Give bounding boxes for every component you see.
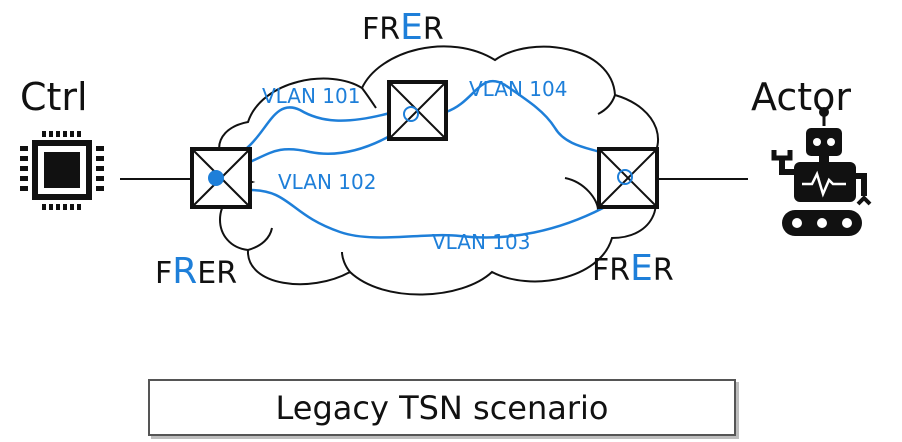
elimination-point-icon [403,106,419,122]
frer-label-right-accent: E [630,248,653,289]
frer-label-top: FRER [362,7,444,48]
vlan-101-path [246,106,391,149]
frer-label-top-suffix: R [423,12,444,47]
vlan-102-path [249,130,398,164]
vlan-103-path [249,188,604,239]
frer-label-top-prefix: FR [362,12,400,47]
cloud-inner-arc [341,251,351,273]
frer-label-top-accent: E [400,7,423,48]
frer-label-left: FRER [155,251,237,292]
frer-label-right: FRER [592,248,674,289]
frer-switch-top[interactable] [387,80,448,141]
cloud-inner-arc [597,94,616,115]
frer-label-left-prefix: F [155,256,172,291]
frer-switch-right[interactable] [597,147,659,209]
frer-label-left-suffix: ER [197,256,237,291]
frer-label-right-prefix: FR [592,253,630,288]
vlan-104-path [445,79,601,154]
frer-switch-left[interactable] [190,147,252,209]
ctrl-label: Ctrl [20,75,88,119]
cloud-inner-arc [247,227,273,251]
robot-icon[interactable] [771,107,872,236]
elimination-point-icon [617,169,633,185]
frer-label-left-accent: R [172,251,197,292]
cpu-chip-icon[interactable] [20,131,104,210]
replication-point-icon [208,170,224,186]
cloud-inner-arc [361,87,377,109]
frer-label-right-suffix: R [653,253,674,288]
vlan-102-label: VLAN 102 [278,170,376,194]
actor-label: Actor [751,75,851,119]
vlan-103-label: VLAN 103 [432,230,530,254]
vlan-104-label: VLAN 104 [469,77,567,101]
scenario-caption: Legacy TSN scenario [148,379,736,436]
vlan-101-label: VLAN 101 [262,84,360,108]
